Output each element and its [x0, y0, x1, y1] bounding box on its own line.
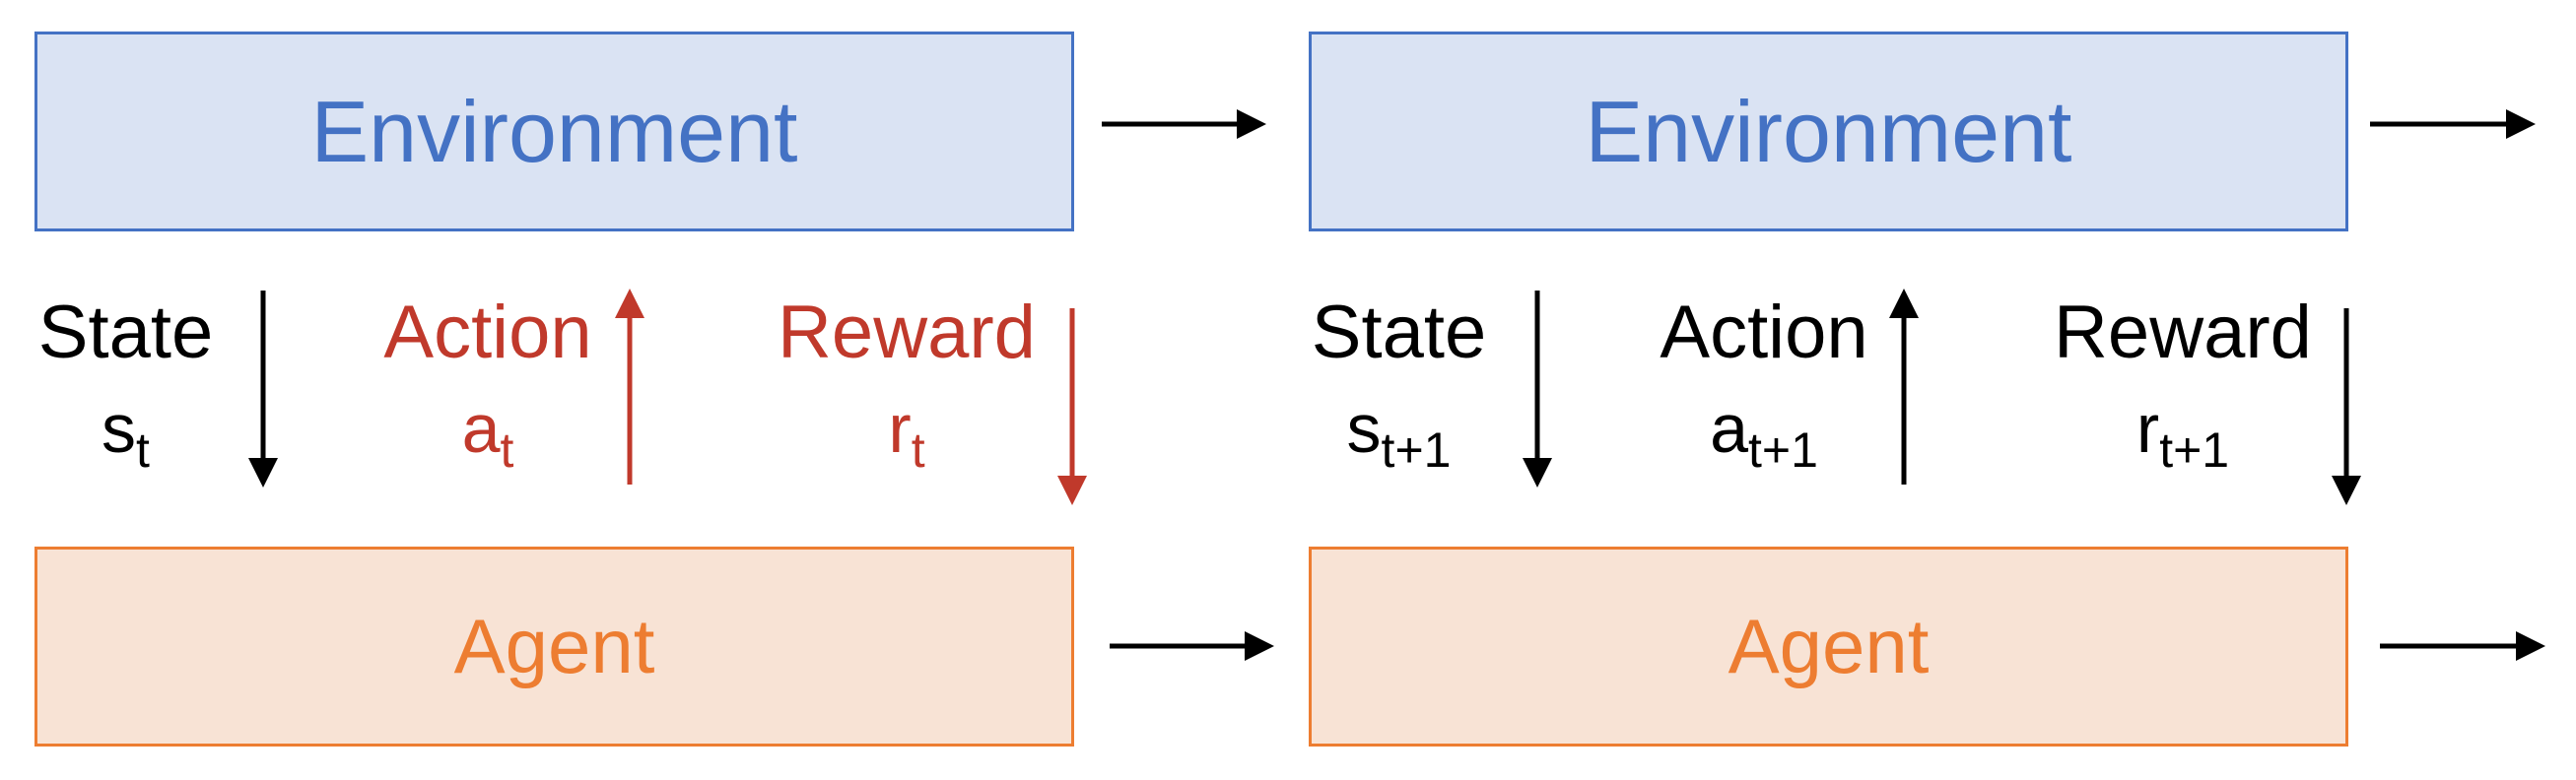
- environment-label-t: Environment: [310, 82, 798, 180]
- state-var-t: st: [102, 390, 150, 478]
- environment-box-t1: Environment: [1309, 32, 2348, 231]
- environment-box-t: Environment: [34, 32, 1074, 231]
- action-label-t: Action: [383, 291, 592, 374]
- state-var-t1: st+1: [1346, 390, 1452, 478]
- action-var-t: at: [461, 390, 514, 478]
- environment-label-t1: Environment: [1585, 82, 2072, 180]
- agent-label-t1: Agent: [1728, 603, 1930, 689]
- agent-box-t: Agent: [34, 547, 1074, 747]
- action-label-t1: Action: [1660, 291, 1868, 374]
- reward-var-t: rt: [888, 390, 925, 478]
- state-label-t: State: [37, 291, 214, 374]
- reward-label-t1: Reward: [2054, 291, 2312, 374]
- reward-label-t: Reward: [778, 291, 1036, 374]
- action-var-t1: at+1: [1710, 390, 1818, 478]
- agent-box-t1: Agent: [1309, 547, 2348, 747]
- state-label-t1: State: [1311, 291, 1487, 374]
- reward-var-t1: rt+1: [2135, 390, 2230, 478]
- agent-label-t: Agent: [453, 603, 655, 689]
